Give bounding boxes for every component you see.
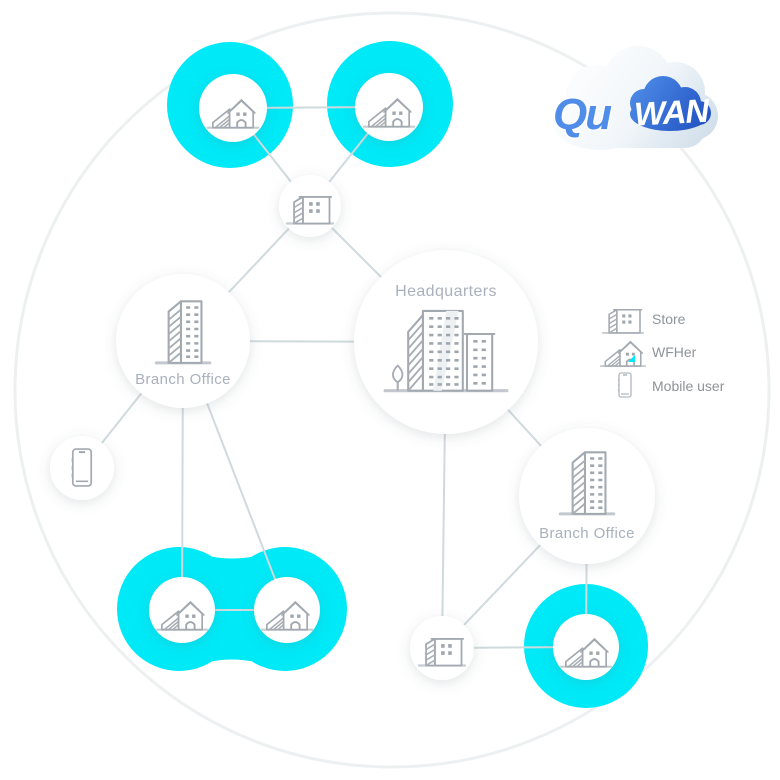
legend-item-mobile-user: Mobile user <box>618 372 725 398</box>
mobile-phone-icon <box>618 372 632 398</box>
logo-wan-badge <box>630 76 711 131</box>
node-store-bottom <box>410 616 474 680</box>
node-branch-office-right: Branch Office <box>519 428 655 564</box>
node-wfh-top-left <box>199 74 267 142</box>
node-headquarters: Headquarters <box>354 250 538 434</box>
node-wfh-bottom-right <box>553 614 619 680</box>
branch-office-left-label: Branch Office <box>135 371 231 388</box>
wfh-house-icon <box>599 340 647 368</box>
legend-label: WFHer <box>652 344 697 360</box>
branch-office-right-label: Branch Office <box>539 525 635 542</box>
logo-text-wan: WAN <box>633 92 711 133</box>
mobile-phone-icon <box>71 448 93 487</box>
legend-label: Mobile user <box>652 378 725 394</box>
node-wfh-top-right <box>355 73 423 141</box>
store-icon <box>601 308 645 335</box>
node-mobile-user <box>50 436 114 500</box>
legend-wfher-accent <box>628 355 635 362</box>
legend: Store WFHer Mobile user <box>599 308 725 398</box>
headquarters-label: Headquarters <box>395 283 497 300</box>
legend-label: Store <box>652 311 686 327</box>
quwan-cloud-logo: Qu WAN <box>552 46 718 150</box>
node-wfh-bottom-left-a <box>149 577 215 643</box>
network-boundary-ring <box>13 11 771 769</box>
legend-item-store: Store <box>601 308 686 335</box>
legend-item-wfher: WFHer <box>599 340 697 368</box>
node-store-top <box>279 175 341 237</box>
node-wfh-bottom-left-b <box>254 577 320 643</box>
logo-text-qu: Qu <box>553 90 612 139</box>
node-branch-office-left: Branch Office <box>116 274 250 408</box>
